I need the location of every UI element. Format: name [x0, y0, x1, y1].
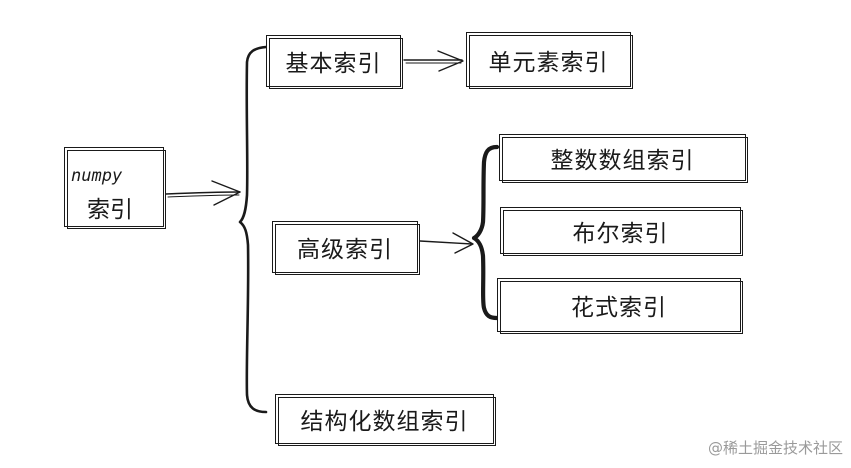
node-single-element-index-label: 单元素索引 [488, 49, 609, 76]
node-fancy-index-label: 花式索引 [571, 295, 667, 321]
root-node: numpy 索引 [64, 147, 166, 229]
node-basic-index-label: 基本索引 [285, 51, 382, 77]
root-line-index: 索引 [87, 197, 133, 223]
node-single-element-index: 单元素索引 [466, 32, 633, 89]
node-boolean-index-label: 布尔索引 [572, 220, 669, 247]
node-structured-array-index: 结构化数组索引 [275, 394, 496, 446]
node-advanced-index-label: 高级索引 [297, 237, 393, 263]
node-fancy-index: 花式索引 [497, 278, 743, 334]
node-integer-array-index-label: 整数数组索引 [550, 147, 695, 174]
node-advanced-index: 高级索引 [272, 221, 420, 275]
watermark: @稀土掘金技术社区 [707, 439, 843, 457]
root-line-numpy: numpy [71, 166, 123, 186]
node-integer-array-index: 整数数组索引 [499, 134, 748, 183]
main-brace [238, 45, 268, 414]
node-structured-array-index-label: 结构化数组索引 [300, 409, 469, 435]
arrow-root-to-brace [165, 191, 241, 195]
node-basic-index: 基本索引 [266, 35, 403, 89]
advanced-brace [471, 144, 500, 321]
arrow-advanced-to-brace [419, 240, 473, 245]
node-boolean-index: 布尔索引 [500, 207, 743, 256]
